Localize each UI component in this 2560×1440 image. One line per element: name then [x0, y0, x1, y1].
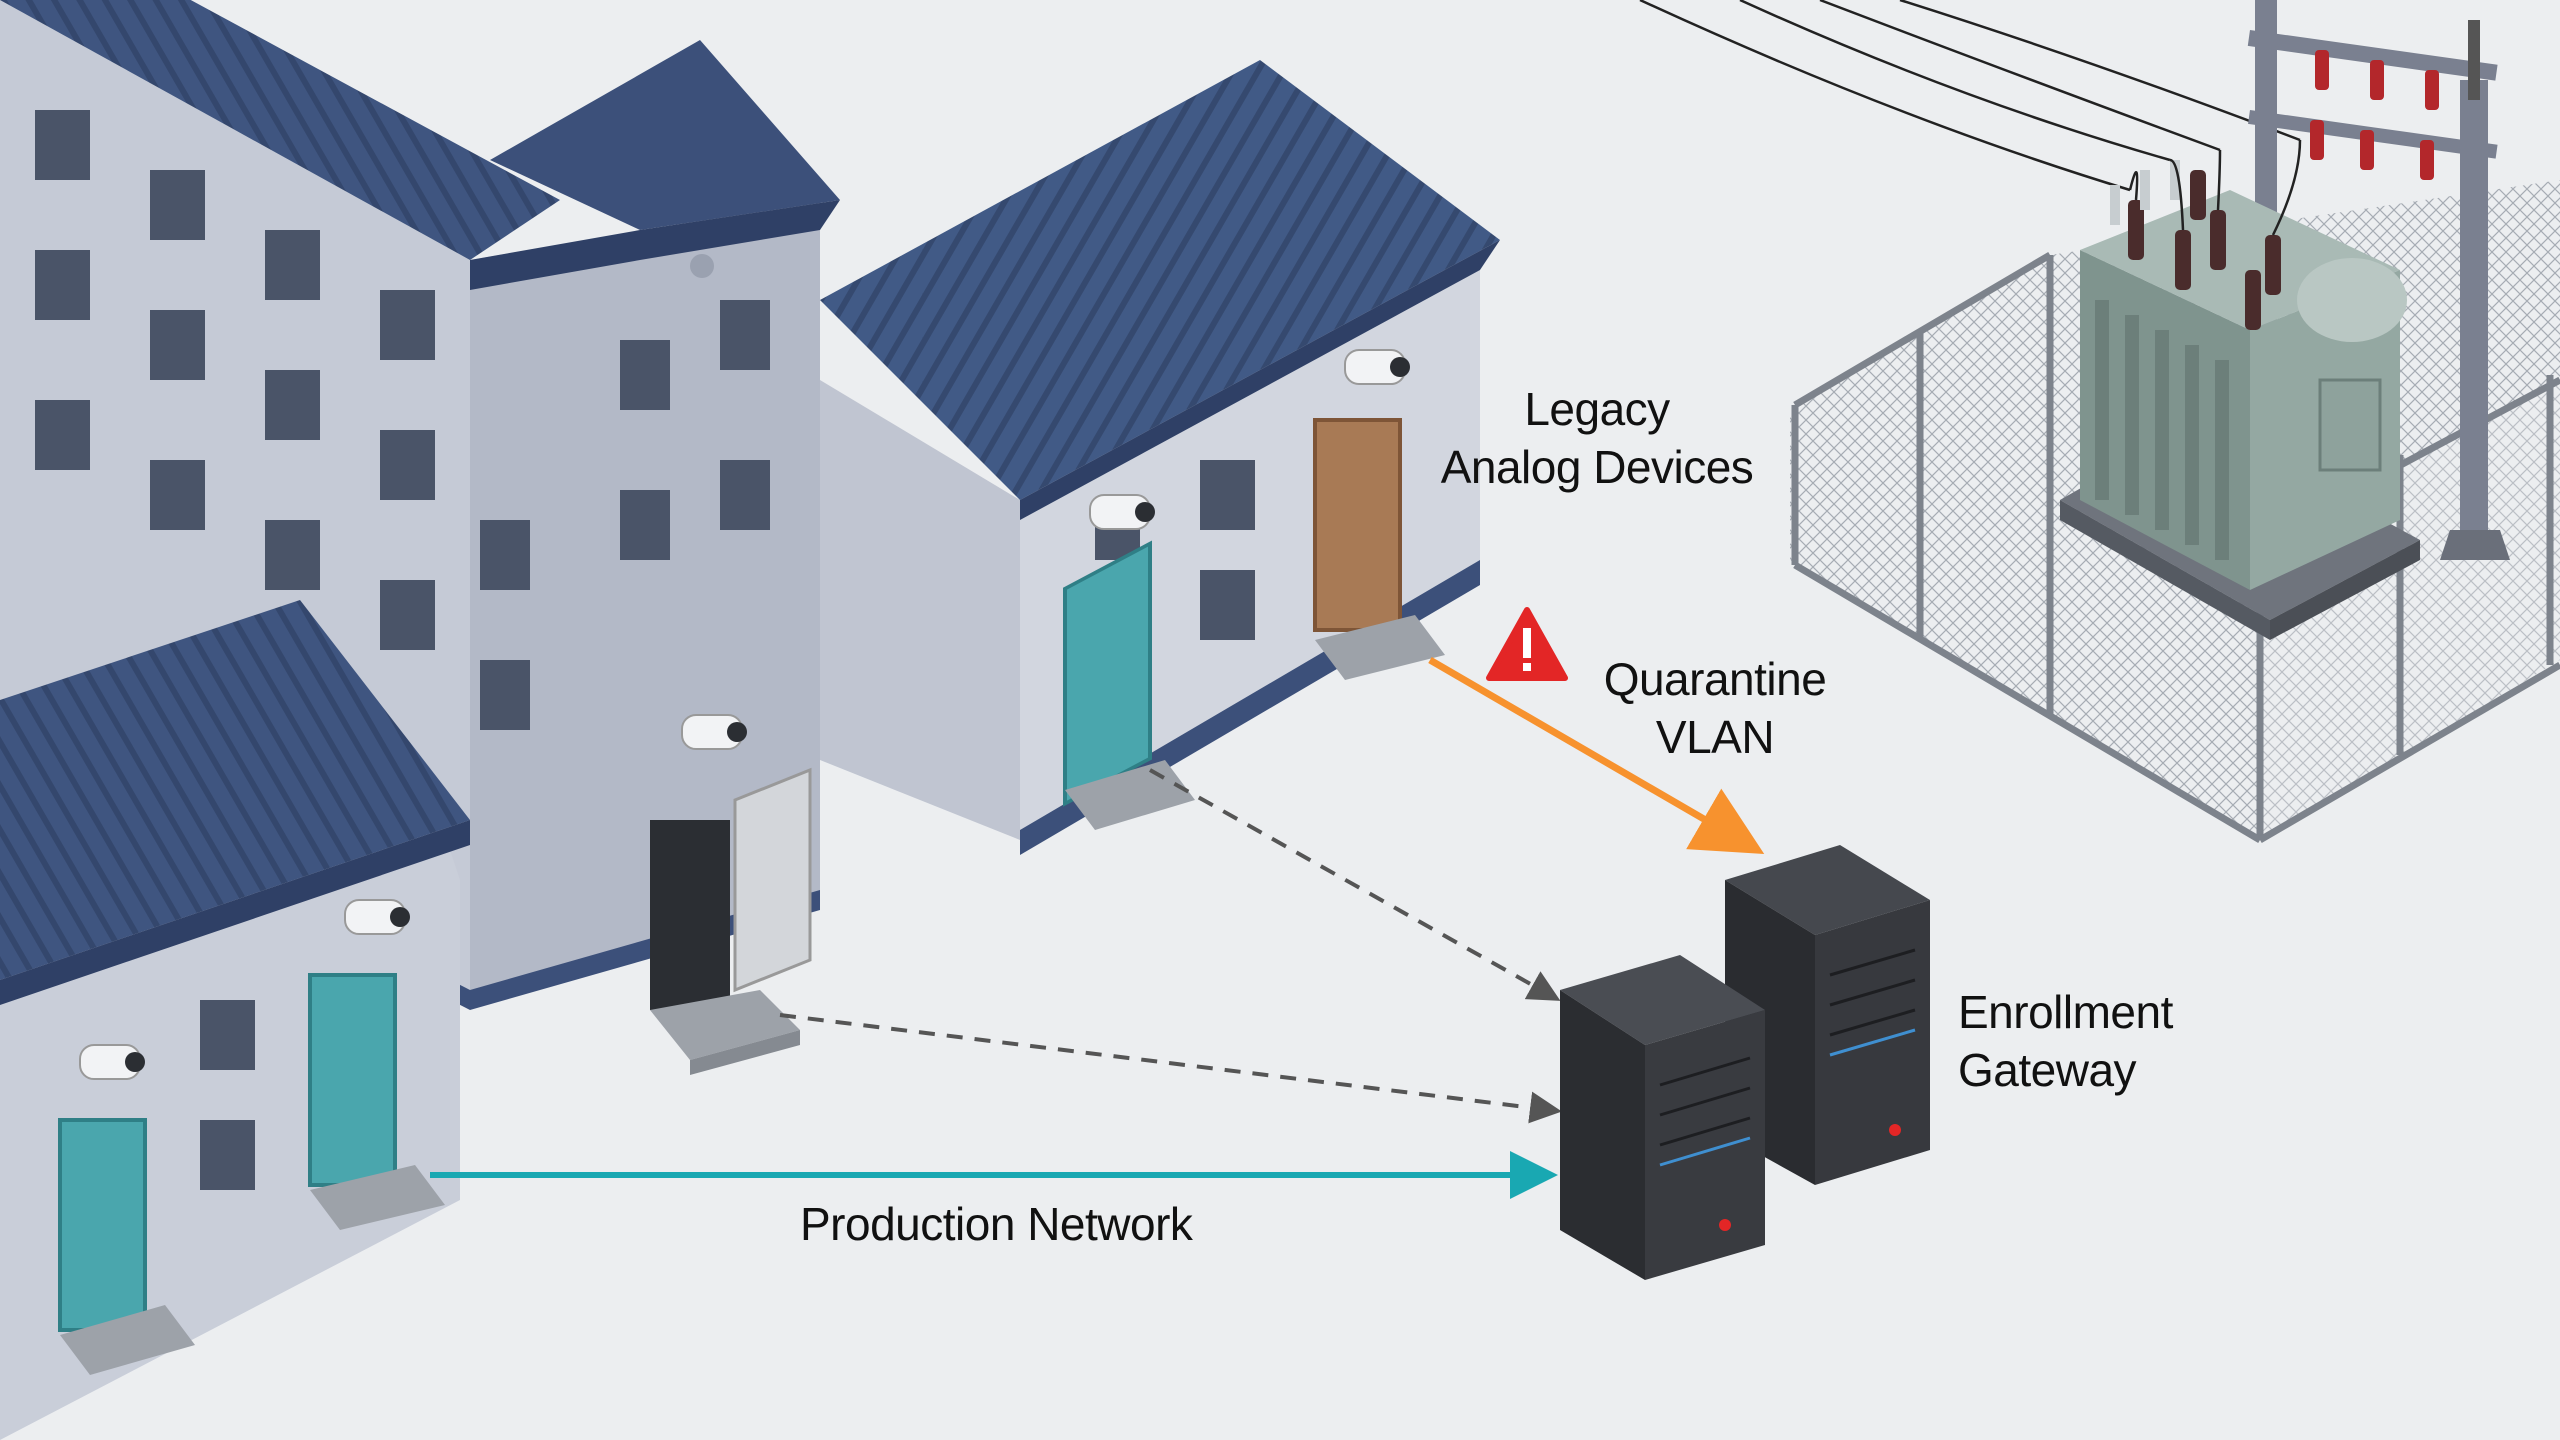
- dashed-link-upper: [1149, 768, 1561, 1001]
- warning-icon: [1486, 607, 1568, 681]
- power-lines: [1639, 0, 2301, 192]
- security-camera-icon: [79, 349, 1410, 1080]
- legacy-label-line1: Legacy: [1524, 383, 1670, 435]
- enrollment-label-line2: Gateway: [1958, 1044, 2137, 1096]
- dashed-link-lower: [779, 1013, 1562, 1124]
- transformer-icon: [2060, 139, 2420, 640]
- quarantine-label-line2: VLAN: [1655, 711, 1775, 763]
- enrollment-label-line1: Enrollment: [1958, 986, 2173, 1038]
- office-building-right: [820, 60, 1500, 855]
- legacy-label-line2: Analog Devices: [1440, 441, 1754, 493]
- quarantine-arrow: [1428, 656, 1765, 855]
- enrollment-gateway-label: Enrollment Gateway: [1958, 983, 2238, 1099]
- production-network-label: Production Network: [800, 1198, 1193, 1250]
- legacy-devices-label: Legacy Analog Devices: [1422, 380, 1772, 496]
- quarantine-vlan-label: Quarantine VLAN: [1575, 650, 1855, 766]
- server-icon: [1560, 845, 1930, 1280]
- office-building-front: [0, 600, 470, 1440]
- quarantine-label-line1: Quarantine: [1603, 653, 1827, 705]
